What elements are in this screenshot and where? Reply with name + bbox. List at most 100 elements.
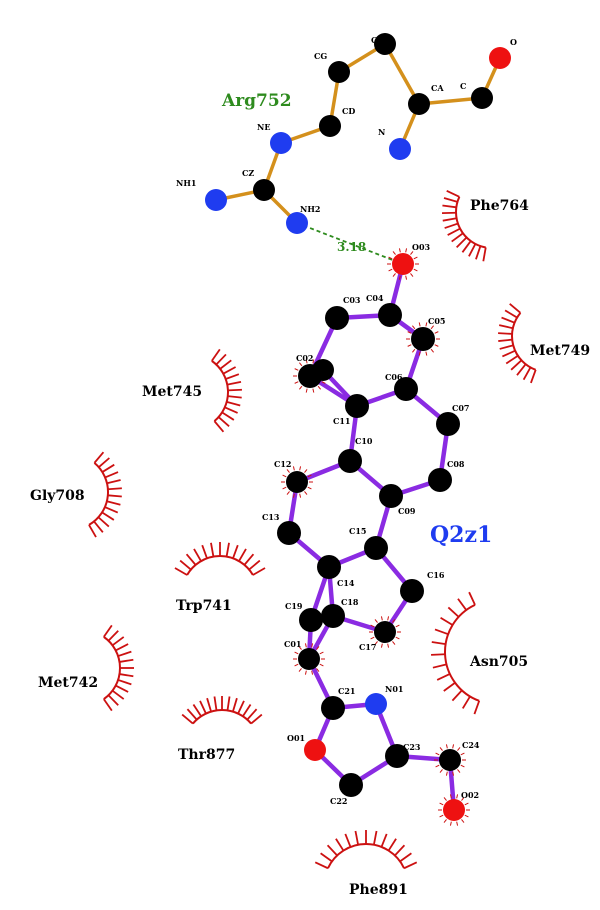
atom-label: C11 [333, 416, 351, 426]
contact-spike [445, 771, 448, 776]
hydrophobic-spoke [451, 232, 464, 243]
hydrophobic-spoke [117, 650, 132, 657]
atom-label: C15 [349, 526, 367, 536]
contact-spike [380, 643, 383, 648]
atom-label: C06 [385, 372, 403, 382]
atom-label: CZ [242, 168, 254, 178]
contact-spike [304, 491, 308, 495]
atom-label: NH2 [300, 204, 320, 214]
contact-spike [410, 251, 414, 255]
hydrophobic-spoke [403, 861, 418, 870]
contact-spike [307, 474, 312, 478]
hydrophobic-spoke [387, 838, 397, 852]
hydrophobic-spoke [206, 697, 212, 712]
atom-contact-spikes [434, 744, 466, 776]
atom-label: C24 [462, 740, 480, 750]
hydrophobic-residue: Met742 [38, 624, 134, 712]
hydrophobic-spoke [444, 222, 459, 229]
contact-spike [407, 344, 412, 347]
contact-spike [435, 764, 440, 768]
atom-label: CD [342, 106, 355, 116]
atom-label: C16 [427, 570, 445, 580]
contact-spike [388, 256, 393, 260]
hydrophobic-residue: Phe764 [441, 190, 529, 262]
hydrophobic-residue: Trp741 [174, 542, 266, 614]
ligand-atom [321, 604, 345, 628]
contact-spike [319, 663, 324, 667]
hydrophobic-spoke [98, 457, 110, 468]
hydrophobic-spoke [225, 542, 230, 557]
ligand-atom [378, 303, 402, 327]
hydrophobic-spoke [227, 395, 242, 399]
hydrophobic-spoke [431, 641, 446, 645]
contact-spike [425, 322, 428, 327]
atom-label: C [460, 81, 466, 91]
hydrophobic-spoke [219, 359, 232, 370]
atom-label: C14 [337, 578, 355, 588]
hydrophobic-spoke [498, 332, 513, 335]
hbond-distance: 3.18 [337, 240, 366, 254]
hydrophobic-residue-label: Trp741 [176, 598, 232, 614]
hydrophobic-residue-label: Met749 [530, 343, 590, 359]
ligand-atom [298, 648, 320, 670]
hydrophobic-spoke [199, 700, 207, 714]
ligand-atom [304, 739, 326, 761]
hydrophobic-spoke [354, 830, 359, 845]
ligand-atom [374, 621, 396, 643]
hydrogen-bonds: 3.18 [296, 222, 404, 265]
atom-label: C18 [341, 597, 359, 607]
hydrophobic-spoke [107, 487, 122, 491]
hydrophobic-spoke [226, 400, 241, 407]
hydrophobic-spoke [516, 363, 527, 376]
contact-spike [418, 351, 421, 356]
hydrophobic-spoke [434, 628, 449, 636]
atom-label: C07 [452, 403, 470, 413]
ligand-atom [312, 359, 334, 381]
residue-atom [389, 138, 411, 160]
atom-label: C13 [262, 512, 280, 522]
hydrophobic-spoke [192, 704, 202, 717]
contact-spike [380, 616, 383, 621]
atom-label: C05 [428, 316, 446, 326]
hydrophobic-residue: Met749 [498, 303, 590, 384]
hydrophobic-residue-label: Met742 [38, 675, 98, 691]
contact-spike [395, 624, 400, 628]
hydrophobic-spoke [103, 698, 113, 712]
hydrophobic-spoke [505, 355, 519, 365]
hydrophobic-spoke [475, 245, 482, 260]
contact-spike [410, 273, 414, 277]
hydrophobic-spoke [373, 830, 378, 845]
contact-spike [304, 670, 307, 675]
ligand-atom [439, 749, 461, 771]
contact-spike [392, 251, 396, 255]
contact-spike [461, 797, 465, 801]
atom-contact-spikes [438, 794, 470, 826]
ligand-atom [345, 394, 369, 418]
contact-spike [294, 651, 299, 655]
hydrophobic-spoke [103, 624, 113, 638]
hydrophobic-spoke [499, 344, 514, 350]
atom-contact-spikes [281, 466, 313, 498]
ligand-atom [365, 693, 387, 715]
contact-spike [298, 646, 302, 650]
atom-label: C17 [359, 642, 377, 652]
hydrophobic-residue: Met745 [142, 348, 242, 433]
contact-spike [443, 797, 447, 801]
ligand-atom [277, 521, 301, 545]
contact-spike [425, 351, 428, 356]
hydrophobic-spoke [174, 567, 188, 576]
contact-spike [316, 646, 320, 650]
residue-bond [383, 42, 421, 106]
residue-atom [319, 115, 341, 137]
atom-contact-spikes [369, 616, 401, 648]
contact-spike [449, 821, 452, 826]
contact-spike [457, 747, 461, 751]
contact-spike [407, 331, 412, 334]
contact-spike [434, 331, 439, 334]
hydrophobic-spoke [510, 359, 523, 371]
hydrophobic-spoke [380, 833, 388, 848]
hydrophobic-spoke [101, 511, 115, 521]
contact-spike [405, 248, 408, 253]
contact-spike [439, 747, 443, 751]
atom-label: C23 [403, 742, 421, 752]
